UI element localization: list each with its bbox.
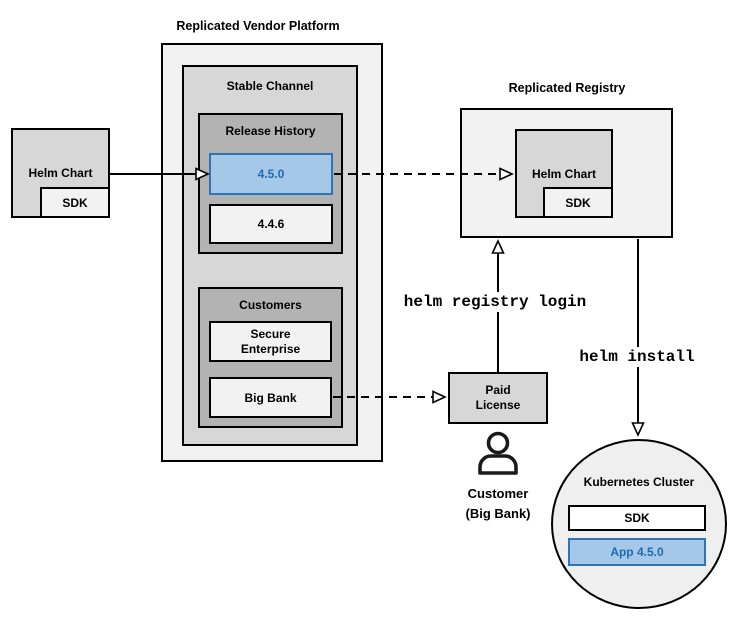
- kubernetes-cluster-title: Kubernetes Cluster: [583, 475, 695, 489]
- paid-license-label: Paid License: [475, 383, 521, 412]
- helm-install-command: helm install: [573, 347, 701, 367]
- vendor-platform-title: Replicated Vendor Platform: [176, 19, 340, 33]
- customer-big-bank-box: Big Bank: [209, 377, 332, 418]
- registry-title: Replicated Registry: [508, 81, 626, 95]
- cluster-sdk-box: SDK: [568, 505, 706, 531]
- customer-caption-line1: Customer: [467, 486, 529, 501]
- cluster-sdk-label: SDK: [624, 511, 650, 525]
- source-helm-chart-box: Helm Chart SDK: [11, 128, 110, 218]
- cluster-app-box: App 4.5.0: [568, 538, 706, 566]
- customers-title: Customers: [239, 298, 302, 312]
- source-helm-chart-label: Helm Chart: [28, 166, 93, 180]
- customer-caption-line2: (Big Bank): [465, 506, 531, 521]
- paid-license-box: Paid License: [448, 372, 548, 424]
- arrow-registry-to-cluster: [631, 239, 645, 437]
- release-4-4-6-box: 4.4.6: [209, 204, 333, 244]
- release-4-5-0-label: 4.5.0: [257, 167, 285, 181]
- helm-registry-login-command: helm registry login: [397, 292, 593, 312]
- source-sdk-box: SDK: [40, 187, 110, 218]
- registry-sdk-box: SDK: [543, 187, 613, 218]
- release-4-5-0-box: 4.5.0: [209, 153, 333, 195]
- customer-big-bank-label: Big Bank: [244, 390, 297, 405]
- cluster-app-label: App 4.5.0: [610, 545, 664, 559]
- person-icon: [478, 431, 518, 475]
- source-sdk-label: SDK: [62, 195, 88, 210]
- registry-helm-chart-box: Helm Chart SDK: [515, 129, 613, 218]
- customer-caption: Customer (Big Bank): [466, 484, 531, 524]
- customer-secure-enterprise-label: Secure Enterprise: [240, 326, 301, 356]
- customer-secure-enterprise-box: Secure Enterprise: [209, 321, 332, 362]
- release-history-title: Release History: [225, 124, 316, 138]
- stable-channel-title: Stable Channel: [226, 79, 314, 93]
- registry-sdk-label: SDK: [565, 195, 591, 210]
- registry-helm-chart-label: Helm Chart: [531, 166, 596, 181]
- release-4-4-6-label: 4.4.6: [257, 217, 285, 231]
